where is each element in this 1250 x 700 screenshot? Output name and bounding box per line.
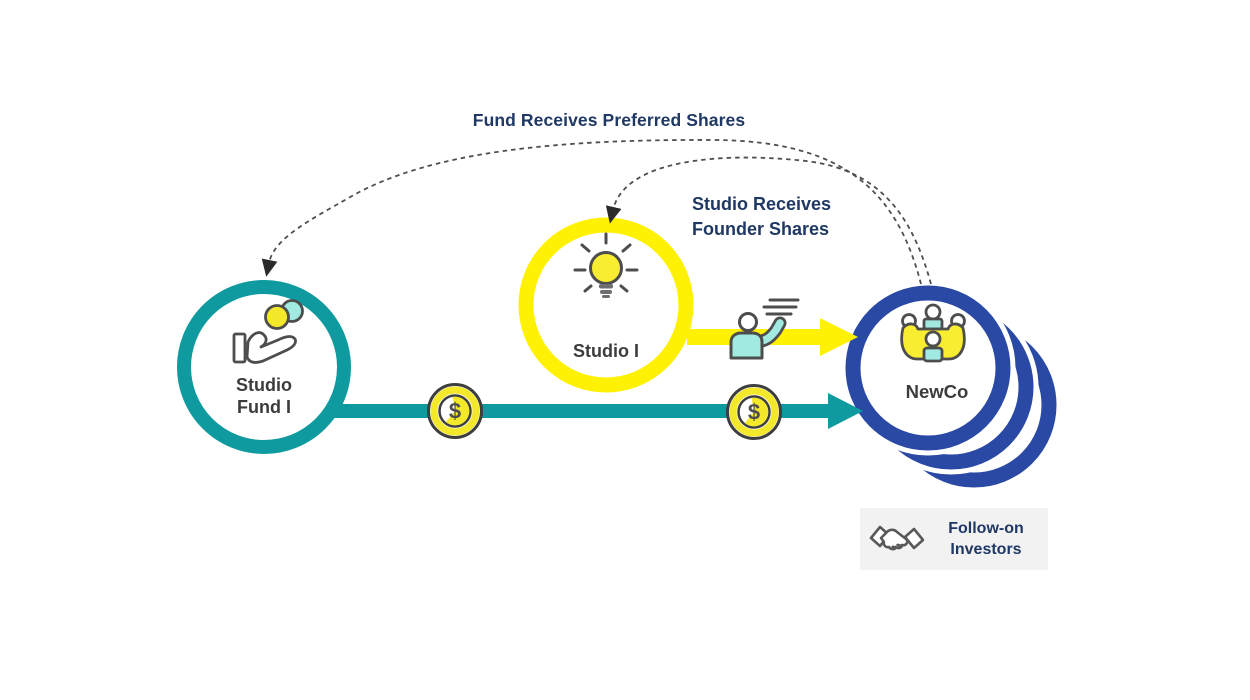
solid-flow-arrow-fund-to-newco: [334, 393, 863, 429]
follow-on-label-line2: Investors: [950, 541, 1022, 558]
studio-fund-node-circle: [177, 280, 351, 454]
studio-node-circle: [518, 217, 694, 393]
follow-on-investors-label: Follow-on Investors: [932, 518, 1040, 560]
lightbulb-icon: [573, 232, 639, 298]
dollar-symbol: $: [449, 399, 461, 424]
studio-fund-label-line2: Fund I: [237, 397, 291, 417]
dollar-symbol: $: [748, 400, 760, 425]
studio-fund-node-label: Studio Fund I: [194, 374, 334, 418]
studio-founder-shares-note: Studio Receives Founder Shares: [692, 192, 831, 242]
studio-fund-label-line1: Studio: [236, 375, 292, 395]
person-raising-hand-icon: [729, 298, 800, 360]
coin-dollar-icon: $: [427, 383, 483, 439]
newco-node-label: NewCo: [905, 381, 969, 402]
dashed-return-arrow-founder-shares: [605, 156, 932, 285]
follow-on-label-line1: Follow-on: [948, 520, 1024, 537]
handshake-icon: [869, 525, 925, 551]
team-icon: [900, 303, 966, 363]
coin-dollar-icon: $: [726, 384, 782, 440]
hand-coins-icon: [232, 299, 304, 364]
studio-node-label: Studio I: [573, 341, 639, 361]
follow-on-investors-box: Follow-on Investors: [860, 508, 1048, 570]
dashed-return-arrow-preferred-shares: [261, 139, 922, 285]
studio-note-line2: Founder Shares: [692, 219, 830, 239]
newco-node-circle: [840, 280, 1057, 488]
fund-preferred-shares-note: Fund Receives Preferred Shares: [472, 110, 746, 130]
studio-note-line1: Studio Receives: [692, 194, 832, 214]
